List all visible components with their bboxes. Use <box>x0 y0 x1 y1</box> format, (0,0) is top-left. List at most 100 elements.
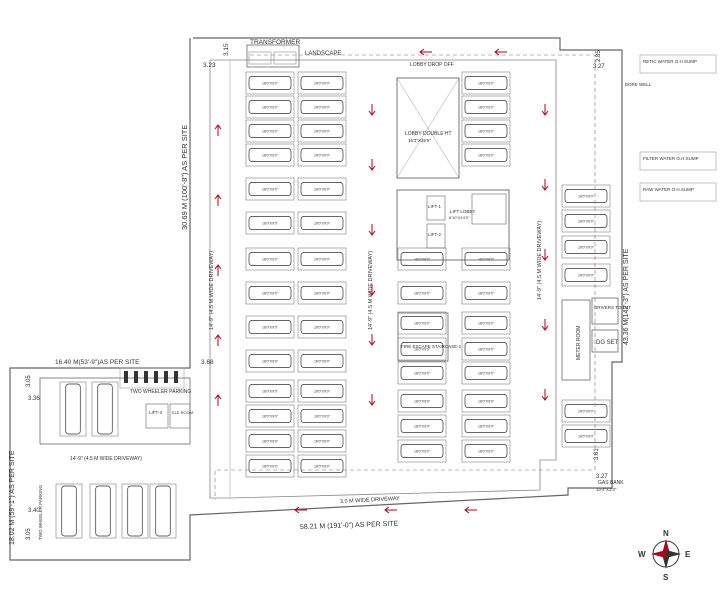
parking-bay: 18'0"X9'0" <box>461 143 511 167</box>
parking-bay: 18'0"X9'0" <box>297 404 347 428</box>
dg-set <box>591 329 619 353</box>
parking-bay: 18'0"X9'0" <box>297 177 347 201</box>
parking-bay: 18'0"X9'0" <box>297 95 347 119</box>
parking-bay: 18'0"X9'0" <box>461 414 511 438</box>
gas-bank-label: GAS BANK <box>598 480 624 486</box>
parking-bay-size: 18'0"X9'0" <box>578 274 595 278</box>
lift1-box <box>426 195 446 221</box>
fire-escape-label: FIRE ESCAPE STAIRCASE-1 <box>401 344 462 349</box>
parking-bay-size: 18'0"X9'0" <box>262 292 279 296</box>
two-wheeler-bay <box>134 371 138 383</box>
traffic-arrow <box>384 506 397 514</box>
parking-bay: 18'0"X9'0" <box>245 454 295 478</box>
traffic-arrow <box>368 159 376 171</box>
parking-bay: 18'0"X9'0" <box>561 184 611 208</box>
dim-right-top-b: 3.27 <box>593 64 605 70</box>
lift-lobby-size: 8'10"X14'0" <box>449 215 470 220</box>
parking-bay: 18'0"X9'0" <box>561 424 611 448</box>
parking-bay: 18'0"X9'0" <box>297 379 347 403</box>
traffic-arrow <box>464 506 477 514</box>
parking-bay: 18'0"X9'0" <box>561 263 611 287</box>
traffic-arrow <box>214 264 222 276</box>
compass-s-label: S <box>663 573 669 582</box>
lobby-drop-off-label: LOBBY DROP OFF <box>410 62 454 68</box>
transformer-inner-b <box>273 51 297 65</box>
dim-top-left: 3.15 <box>223 43 230 56</box>
parking-bay-size: 18'0"X9'0" <box>478 154 495 158</box>
parking-bay: 18'0"X9'0" <box>297 281 347 305</box>
two-wheeler-bay <box>124 371 128 383</box>
parking-bay: 18'0"X9'0" <box>245 281 295 305</box>
parking-bay-size: 18'0"X9'0" <box>262 360 279 364</box>
two-wheeler-parking-label: TWO WHEELER PARKING <box>38 484 43 540</box>
compass-needle-n <box>662 539 670 554</box>
parking-bay: 18'0"X9'0" <box>245 315 295 339</box>
two-wheeler-bay <box>144 371 148 383</box>
parking-bay: 18'0"X9'0" <box>461 95 511 119</box>
parking-bay: 18'0"X9'0" <box>561 235 611 259</box>
parking-bay <box>91 381 119 437</box>
parking-bay-size: 18'0"X9'0" <box>262 465 279 469</box>
landscape-label: LANDSCAPE <box>305 51 341 57</box>
traffic-arrows <box>214 48 549 514</box>
traffic-arrow <box>368 284 376 296</box>
parking-bay: 18'0"X9'0" <box>245 211 295 235</box>
parking-bay: 18'0"X9'0" <box>245 119 295 143</box>
parking-bay: 18'0"X9'0" <box>461 311 511 335</box>
parking-bay: 18'0"X9'0" <box>297 315 347 339</box>
dim-right-bottom-a: 3.61 <box>594 448 600 460</box>
parking-bay-size: 18'0"X9'0" <box>478 348 495 352</box>
parking-bay: 18'0"X9'0" <box>397 247 447 271</box>
stair-box <box>471 193 507 225</box>
parking-bay-size: 18'0"X9'0" <box>262 326 279 330</box>
parking-bay: 18'0"X9'0" <box>297 429 347 453</box>
traffic-arrow <box>541 319 549 331</box>
bore-well-label: BORE WELL <box>625 82 652 87</box>
lift1-label: LIFT-1 <box>428 204 442 209</box>
parking-bay-size: 18'0"X9'0" <box>314 390 331 394</box>
retic-water-label: RETIC WATER O.H.SUMP <box>643 59 697 64</box>
parking-bay-size: 18'0"X9'0" <box>578 410 595 414</box>
lift3-label: LIFT-3 <box>149 410 163 415</box>
dim-mid-width: 16.40 M(53'-9")AS PER SITE <box>55 359 140 366</box>
parking-bay: 18'0"X9'0" <box>461 361 511 385</box>
parking-bay: 18'0"X9'0" <box>461 281 511 305</box>
compass-needle-e <box>666 550 681 558</box>
traffic-arrow <box>494 48 507 56</box>
parking-bay-size: 18'0"X9'0" <box>578 195 595 199</box>
parking-bay-size: 18'0"X9'0" <box>314 258 331 262</box>
compass-w-label: W <box>638 550 646 559</box>
compass-needle-w <box>651 550 666 558</box>
parking-bay-size: 18'0"X9'0" <box>262 222 279 226</box>
lobby-double-label: LOBBY DOUBLE HT <box>405 131 452 137</box>
traffic-arrow <box>368 104 376 116</box>
compass-needle-s <box>662 554 670 569</box>
parking-bay: 18'0"X9'0" <box>397 414 447 438</box>
parking-bay: 18'0"X9'0" <box>245 429 295 453</box>
parking-bay-size: 18'0"X9'0" <box>314 82 331 86</box>
traffic-arrow <box>541 179 549 191</box>
parking-bay-size: 18'0"X9'0" <box>414 348 431 352</box>
parking-bay: 18'0"X9'0" <box>461 337 511 361</box>
traffic-arrow <box>368 224 376 236</box>
parking-bay: 18'0"X9'0" <box>397 361 447 385</box>
traffic-arrow <box>541 104 549 116</box>
two-wheeler-bays <box>124 371 178 383</box>
parking-bay-size: 18'0"X9'0" <box>478 322 495 326</box>
transformer-box <box>246 44 300 68</box>
filter-water-box <box>639 151 717 171</box>
parking-bay <box>59 381 87 437</box>
drivers-toilet-label: DRIVERS TOILET <box>594 305 631 310</box>
lift-lobby-label: LIFT LOBBY <box>450 209 475 214</box>
dim-left-height: 30.69 M (100'-8") AS PER SITE <box>180 125 189 230</box>
site-boundary <box>9 37 623 561</box>
lobby-block <box>396 77 460 179</box>
parking-bay-size: 18'0"X9'0" <box>314 106 331 110</box>
parking-bay: 18'0"X9'0" <box>245 379 295 403</box>
parking-bay-size: 18'0"X9'0" <box>478 82 495 86</box>
parking-bay-size: 18'0"X9'0" <box>478 400 495 404</box>
parking-bay: 18'0"X9'0" <box>461 119 511 143</box>
raw-water-box <box>639 182 717 202</box>
parking-bay-size: 18'0"X9'0" <box>414 400 431 404</box>
